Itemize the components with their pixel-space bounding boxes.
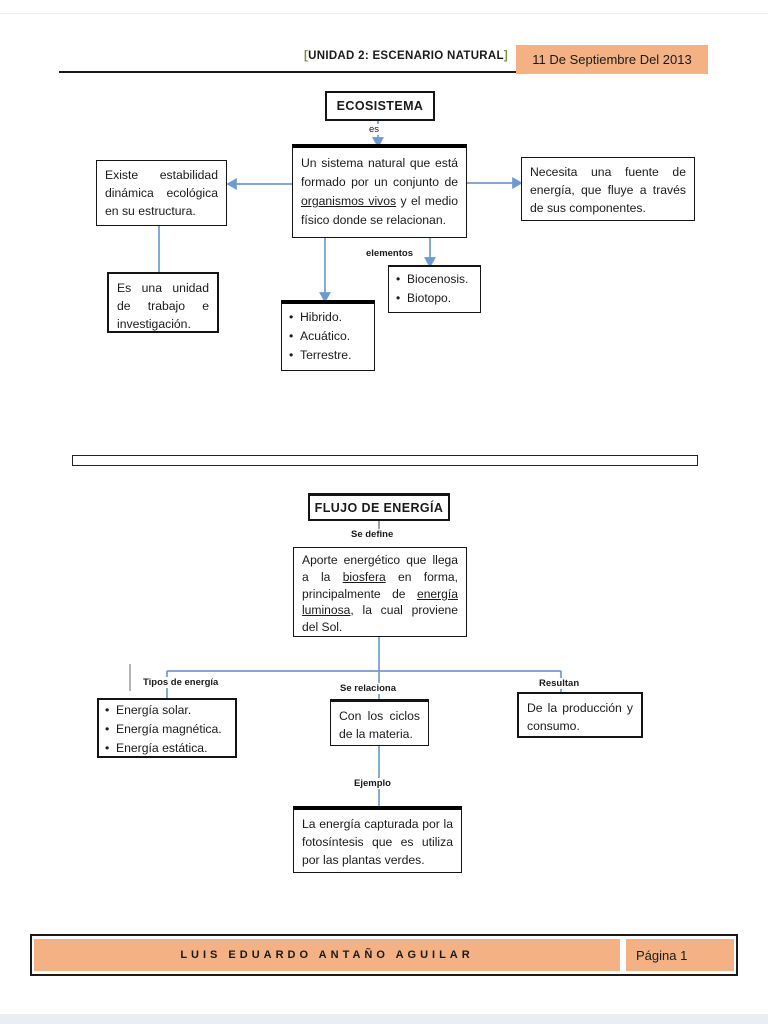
flujo-definition-box: Aporte energético que llega a la biosfer… (293, 547, 467, 637)
page-bottom-strip (0, 1014, 768, 1024)
energy-types-list: Energía solar. Energía magnética. Energí… (103, 701, 231, 756)
ecosistema-definition-box: Un sistema natural que está formado por … (292, 144, 467, 238)
connector-label-ejemplo: Ejemplo (352, 778, 393, 789)
definition-text: Aporte energético que llega a la (302, 553, 458, 584)
header-rule (59, 71, 516, 73)
relation-box: Con los ciclos de la materia. (330, 699, 429, 746)
elementos-box: Biocenosis. Biotopo. (388, 265, 481, 313)
list-item: Acuático. (287, 327, 369, 346)
work-unit-box: Es una unidad de trabajo e investigación… (107, 272, 219, 333)
connector-label-resultan: Resultan (537, 678, 582, 689)
connector-label-elementos: elementos (364, 248, 415, 259)
header-date-badge: 11 De Septiembre Del 2013 (516, 45, 708, 74)
list-item: Biocenosis. (394, 270, 475, 289)
list-item: Biotopo. (394, 289, 475, 308)
ecosystem-types-box: Hibrido. Acuático. Terrestre. (281, 300, 375, 371)
connector-label-tipos-de-energia: Tipos de energía (141, 677, 221, 688)
footer-page-badge: Página 1 (626, 939, 734, 971)
connector-label-se-define: Se define (349, 529, 396, 540)
connector-label-es: es (367, 124, 382, 135)
ecosistema-title-box: ECOSISTEMA (325, 91, 435, 121)
bracket-open: [ (303, 50, 309, 62)
header-unit-label: [UNIDAD 2: ESCENARIO NATURAL] (60, 50, 508, 62)
connector-label-se-relaciona: Se relaciona (338, 683, 398, 694)
result-box: De la producción y consumo. (517, 692, 643, 738)
underlined-term: organismos vivos (301, 194, 397, 208)
list-item: Energía estática. (103, 739, 231, 756)
page-top-edge-line (0, 13, 768, 14)
definition-text: Un sistema natural que está formado por … (301, 156, 458, 189)
list-item: Energía solar. (103, 701, 231, 720)
energy-source-box: Necesita una fuente de energía, que fluy… (521, 157, 695, 221)
list-item: Terrestre. (287, 346, 369, 365)
definition-text: , la cual proviene del Sol. (302, 603, 458, 635)
definition-text: y el medio físico donde se relacionan. (301, 194, 459, 227)
section-divider (72, 455, 698, 466)
energy-types-box: Energía solar. Energía magnética. Energí… (97, 698, 237, 758)
stability-box: Existe estabilidad dinámica ecológica en… (96, 160, 227, 226)
ecosystem-types-list: Hibrido. Acuático. Terrestre. (287, 308, 369, 365)
list-item: Hibrido. (287, 308, 369, 327)
example-box: La energía capturada por la fotosíntesis… (293, 806, 462, 873)
flujo-title-box: FLUJO DE ENERGÍA (308, 493, 450, 521)
bracket-close: ] (503, 50, 508, 62)
definition-text: en forma, principalmente de (302, 569, 458, 601)
header-unit-text: UNIDAD 2: ESCENARIO NATURAL (308, 50, 504, 62)
underlined-term: biosfera (342, 569, 386, 584)
elementos-list: Biocenosis. Biotopo. (394, 270, 475, 308)
underlined-term: energía luminosa (302, 586, 458, 618)
list-item: Energía magnética. (103, 720, 231, 739)
footer-author-bar: LUIS EDUARDO ANTAÑO AGUILAR (34, 939, 620, 971)
